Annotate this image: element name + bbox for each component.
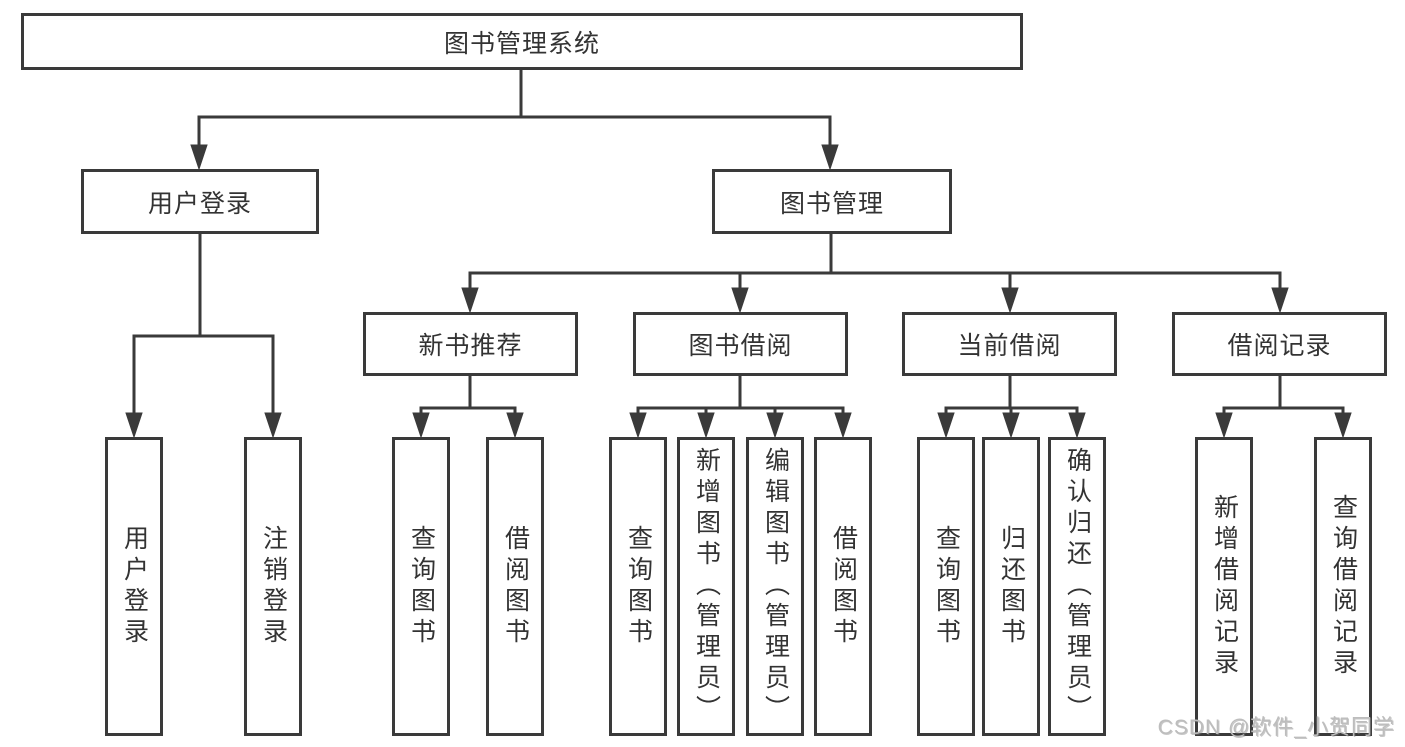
watermark: CSDN @软件_小贺同学 [1157, 716, 1395, 739]
node-return-book: 归还图书 [982, 437, 1040, 736]
node-add-book-admin: 新增图书（管理员） [677, 437, 735, 736]
node-edit-book-admin: 编辑图书（管理员） [746, 437, 804, 736]
node-borrowing-records: 借阅记录 [1172, 312, 1387, 376]
node-library-management-system: 图书管理系统 [21, 13, 1023, 70]
node-logout: 注销登录 [244, 437, 302, 736]
node-user-login-action: 用户登录 [105, 437, 163, 736]
node-new-book-recommendation: 新书推荐 [363, 312, 578, 376]
node-query-books-2: 查询图书 [609, 437, 667, 736]
node-user-login: 用户登录 [81, 169, 319, 234]
node-borrow-books-1: 借阅图书 [486, 437, 544, 736]
node-confirm-return-admin: 确认归还（管理员） [1048, 437, 1106, 736]
node-borrow-books-2: 借阅图书 [814, 437, 872, 736]
node-book-borrowing: 图书借阅 [633, 312, 848, 376]
node-add-borrowing-record: 新增借阅记录 [1195, 437, 1253, 736]
node-query-books-1: 查询图书 [392, 437, 450, 736]
node-query-books-3: 查询图书 [917, 437, 975, 736]
node-query-borrowing-record: 查询借阅记录 [1314, 437, 1372, 736]
node-current-borrowing: 当前借阅 [902, 312, 1117, 376]
node-book-management: 图书管理 [712, 169, 952, 234]
